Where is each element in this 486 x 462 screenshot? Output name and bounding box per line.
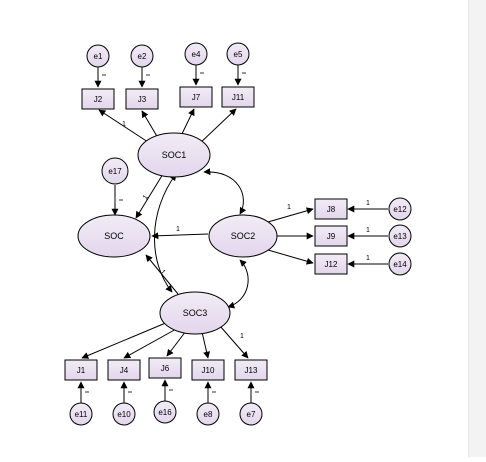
latent-soc2[interactable]: SOC2 — [208, 214, 278, 258]
indicator-j1-label: J1 — [77, 366, 86, 375]
error-e1[interactable]: e1 — [86, 44, 110, 68]
path-label-soc2-j8: 1 — [287, 204, 291, 211]
side-panel — [468, 0, 486, 457]
indicator-j3-label: J3 — [138, 95, 147, 104]
arrow-soc2-soc — [151, 232, 209, 240]
arrow-soc1-j11 — [197, 108, 237, 146]
error-e11-label: e11 — [75, 410, 88, 419]
error-e16-label: e16 — [158, 408, 172, 417]
indicator-j12[interactable]: J12 — [314, 253, 348, 275]
latent-soc-label: SOC — [104, 231, 124, 241]
error-e12[interactable]: e12 — [388, 197, 412, 221]
error-e8[interactable]: e8 — [196, 402, 220, 426]
latent-soc1[interactable]: SOC1 — [137, 132, 211, 178]
arrow-soc3-j13 — [219, 325, 249, 359]
diagram-canvas: 1 1 1 1 1 1 1 1 1 SOC1 SOC SOC2 SOC3 J2 … — [64, 42, 412, 426]
indicator-j13-label: J13 — [245, 366, 258, 375]
indicator-j12-label: J12 — [325, 260, 338, 269]
covariance-soc1-soc3 — [154, 173, 177, 293]
indicator-j11[interactable]: J11 — [221, 86, 255, 108]
error-e13-label: e13 — [393, 232, 407, 241]
indicator-j13[interactable]: J13 — [234, 359, 268, 381]
error-e10[interactable]: e10 — [112, 402, 136, 426]
indicator-j4[interactable]: J4 — [107, 359, 141, 381]
error-e7-label: e7 — [247, 410, 256, 419]
arrow-soc3-j10 — [201, 331, 210, 359]
covariance-soc2-soc3 — [227, 259, 249, 309]
indicator-j6[interactable]: J6 — [148, 357, 182, 379]
error-e2-label: e2 — [138, 52, 147, 61]
error-e17-label: e17 — [108, 167, 122, 176]
latent-soc2-label: SOC2 — [231, 231, 256, 241]
latent-soc3-label: SOC3 — [183, 308, 208, 318]
arrows — [77, 65, 388, 403]
path-label-soc3-j13: 1 — [240, 333, 244, 340]
error-e4[interactable]: e4 — [184, 42, 208, 66]
error-e12-label: e12 — [393, 205, 407, 214]
arrow-soc1-soc — [135, 173, 164, 219]
path-label-e14-j12: 1 — [366, 255, 370, 262]
indicator-j9[interactable]: J9 — [314, 225, 348, 247]
error-e14-label: e14 — [393, 260, 407, 269]
covariance-soc1-soc2 — [203, 168, 247, 215]
error-e5-label: e5 — [234, 50, 243, 59]
indicator-j2[interactable]: J2 — [81, 88, 115, 110]
error-e7[interactable]: e7 — [239, 402, 263, 426]
path-label-soc3-soc: 1 — [158, 269, 166, 277]
error-e13[interactable]: e13 — [388, 224, 412, 248]
path-label-soc2-soc: 1 — [176, 226, 180, 233]
path-label-e13-j9: 1 — [366, 227, 370, 234]
indicator-j8-label: J8 — [327, 205, 336, 214]
indicator-j7-label: J7 — [192, 93, 201, 102]
error-e11[interactable]: e11 — [69, 402, 93, 426]
indicator-j8[interactable]: J8 — [314, 198, 348, 220]
indicator-j2-label: J2 — [94, 95, 103, 104]
arrow-soc3-j4 — [123, 327, 179, 359]
indicator-j11-label: J11 — [232, 93, 245, 102]
error-e4-label: e4 — [192, 50, 201, 59]
latent-soc3[interactable]: SOC3 — [159, 291, 231, 335]
indicator-j9-label: J9 — [327, 232, 336, 241]
error-e14[interactable]: e14 — [388, 252, 412, 276]
latent-soc1-label: SOC1 — [162, 150, 187, 160]
arrow-soc2-j8 — [267, 207, 314, 223]
arrow-soc2-j12 — [267, 249, 314, 265]
path-label-soc1-soc: 1 — [142, 194, 150, 201]
indicator-j10-label: J10 — [202, 366, 215, 375]
error-e2[interactable]: e2 — [130, 44, 154, 68]
error-path-ticks — [85, 72, 259, 393]
arrow-soc3-j1 — [81, 321, 169, 359]
arrow-soc1-j3 — [141, 110, 159, 139]
error-e1-label: e1 — [94, 52, 103, 61]
latent-soc[interactable]: SOC — [77, 214, 151, 258]
indicator-j4-label: J4 — [120, 366, 129, 375]
arrow-soc3-j6 — [166, 330, 187, 357]
indicator-j10[interactable]: J10 — [191, 359, 225, 381]
error-e10-label: e10 — [117, 410, 131, 419]
arrow-soc1-j2 — [98, 109, 149, 143]
error-e16[interactable]: e16 — [153, 400, 177, 424]
sem-path-diagram: 1 1 1 1 1 1 1 1 1 SOC1 SOC SOC2 SOC3 J2 … — [64, 42, 412, 426]
error-e5[interactable]: e5 — [226, 42, 250, 66]
indicator-j1[interactable]: J1 — [64, 359, 98, 381]
indicator-j7[interactable]: J7 — [179, 86, 213, 108]
indicator-j6-label: J6 — [161, 364, 170, 373]
indicator-j3[interactable]: J3 — [125, 88, 159, 110]
error-e8-label: e8 — [204, 410, 213, 419]
path-label-soc1-j2: 1 — [122, 121, 126, 128]
path-labels: 1 1 1 1 1 1 1 1 1 — [122, 121, 370, 340]
path-label-e12-j8: 1 — [366, 200, 370, 207]
error-e17[interactable]: e17 — [101, 157, 129, 185]
